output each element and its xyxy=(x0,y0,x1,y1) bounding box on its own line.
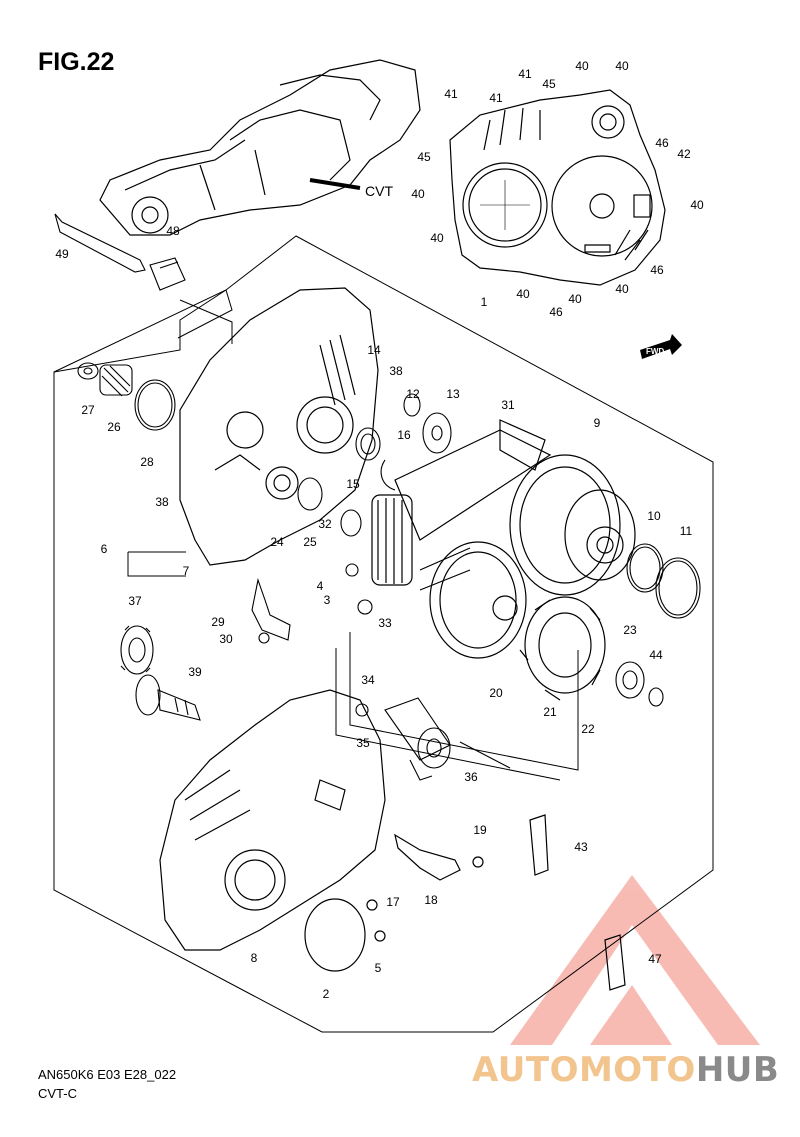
model-code: AN650K6 E03 E28_022 xyxy=(38,1067,177,1082)
callout-c31: 31 xyxy=(501,398,515,412)
callout-c7: 7 xyxy=(183,564,190,578)
callout-c40d: 40 xyxy=(430,231,444,245)
gear-and-shaft-parts xyxy=(120,563,373,721)
watermark-brand: AUTOMOTOHUB xyxy=(472,1050,779,1090)
callout-c32: 32 xyxy=(318,517,332,531)
callout-c41c: 41 xyxy=(518,67,532,81)
callout-c16: 16 xyxy=(397,428,411,442)
left-small-parts xyxy=(54,213,186,431)
engine-overview-sketch xyxy=(99,59,421,236)
watermark-brand-part1: AUTOMOTO xyxy=(472,1050,696,1090)
callout-c37: 37 xyxy=(128,594,142,608)
callout-c4: 4 xyxy=(317,579,324,593)
callout-c34: 34 xyxy=(361,673,375,687)
callout-c18: 18 xyxy=(424,893,438,907)
callout-c35: 35 xyxy=(356,736,370,750)
watermark-logo xyxy=(510,875,760,1045)
callout-c12: 12 xyxy=(406,387,420,401)
callout-c40a: 40 xyxy=(575,59,589,73)
callout-c42: 42 xyxy=(677,147,691,161)
assembly-outline xyxy=(53,235,714,1033)
callout-c46b: 46 xyxy=(650,263,664,277)
callout-c29: 29 xyxy=(211,615,225,629)
drive-pulleys-and-belt xyxy=(371,419,636,701)
callout-c24: 24 xyxy=(270,535,284,549)
callout-c13: 13 xyxy=(446,387,460,401)
callout-c15: 15 xyxy=(346,477,360,491)
callout-c43: 43 xyxy=(574,840,588,854)
callout-c28: 28 xyxy=(140,455,154,469)
callout-c40f: 40 xyxy=(568,292,582,306)
callout-c40c: 40 xyxy=(411,187,425,201)
callout-c19: 19 xyxy=(473,823,487,837)
callout-c3: 3 xyxy=(324,593,331,607)
callout-c27: 27 xyxy=(81,403,95,417)
callout-c11: 11 xyxy=(680,524,693,538)
fwd-label: FWD xyxy=(646,347,664,356)
crankcase-cover xyxy=(179,287,379,566)
callout-c20: 20 xyxy=(489,686,503,700)
section-label: CVT-C xyxy=(38,1086,77,1101)
callout-c38b: 38 xyxy=(155,495,169,509)
callout-c21: 21 xyxy=(543,705,557,719)
watermark-brand-part2: HUB xyxy=(695,1050,780,1090)
callout-c40b: 40 xyxy=(615,59,629,73)
cvt-label: CVT xyxy=(365,183,393,199)
callout-c46c: 46 xyxy=(549,305,563,319)
callout-c26: 26 xyxy=(107,420,121,434)
callout-c48: 48 xyxy=(166,224,180,238)
callout-c23: 23 xyxy=(623,623,637,637)
callout-c33: 33 xyxy=(378,616,392,630)
right-seals-bearings xyxy=(297,393,701,707)
callout-c40g: 40 xyxy=(615,282,629,296)
lower-crankcase-cover xyxy=(159,689,626,991)
callout-c22: 22 xyxy=(581,722,595,736)
fwd-arrow-icon xyxy=(640,334,682,359)
callout-c5: 5 xyxy=(375,961,382,975)
callout-c45a: 45 xyxy=(542,77,556,91)
callout-c9: 9 xyxy=(594,416,601,430)
callout-c47: 47 xyxy=(648,952,662,966)
callout-c46a: 46 xyxy=(655,136,669,150)
starter-motor xyxy=(355,697,511,781)
callout-c40e: 40 xyxy=(516,287,530,301)
callout-c14: 14 xyxy=(367,343,381,357)
cvt-cover xyxy=(449,89,666,286)
callout-c17: 17 xyxy=(386,895,400,909)
callout-c2: 2 xyxy=(323,987,330,1001)
callout-c30: 30 xyxy=(219,632,233,646)
callout-c41a: 41 xyxy=(444,87,458,101)
callout-c25: 25 xyxy=(303,535,317,549)
callout-c8: 8 xyxy=(251,951,258,965)
callout-c40h: 40 xyxy=(690,198,704,212)
callout-c6: 6 xyxy=(101,542,108,556)
callout-c39: 39 xyxy=(188,665,202,679)
callout-c36: 36 xyxy=(464,770,478,784)
callout-c45b: 45 xyxy=(417,150,431,164)
callout-c49: 49 xyxy=(55,247,69,261)
callout-c44: 44 xyxy=(649,648,663,662)
callout-c10: 10 xyxy=(647,509,661,523)
figure-title: FIG.22 xyxy=(38,48,115,76)
callout-c41b: 41 xyxy=(489,91,503,105)
callout-c1: 1 xyxy=(481,295,488,309)
callout-c38a: 38 xyxy=(389,364,403,378)
